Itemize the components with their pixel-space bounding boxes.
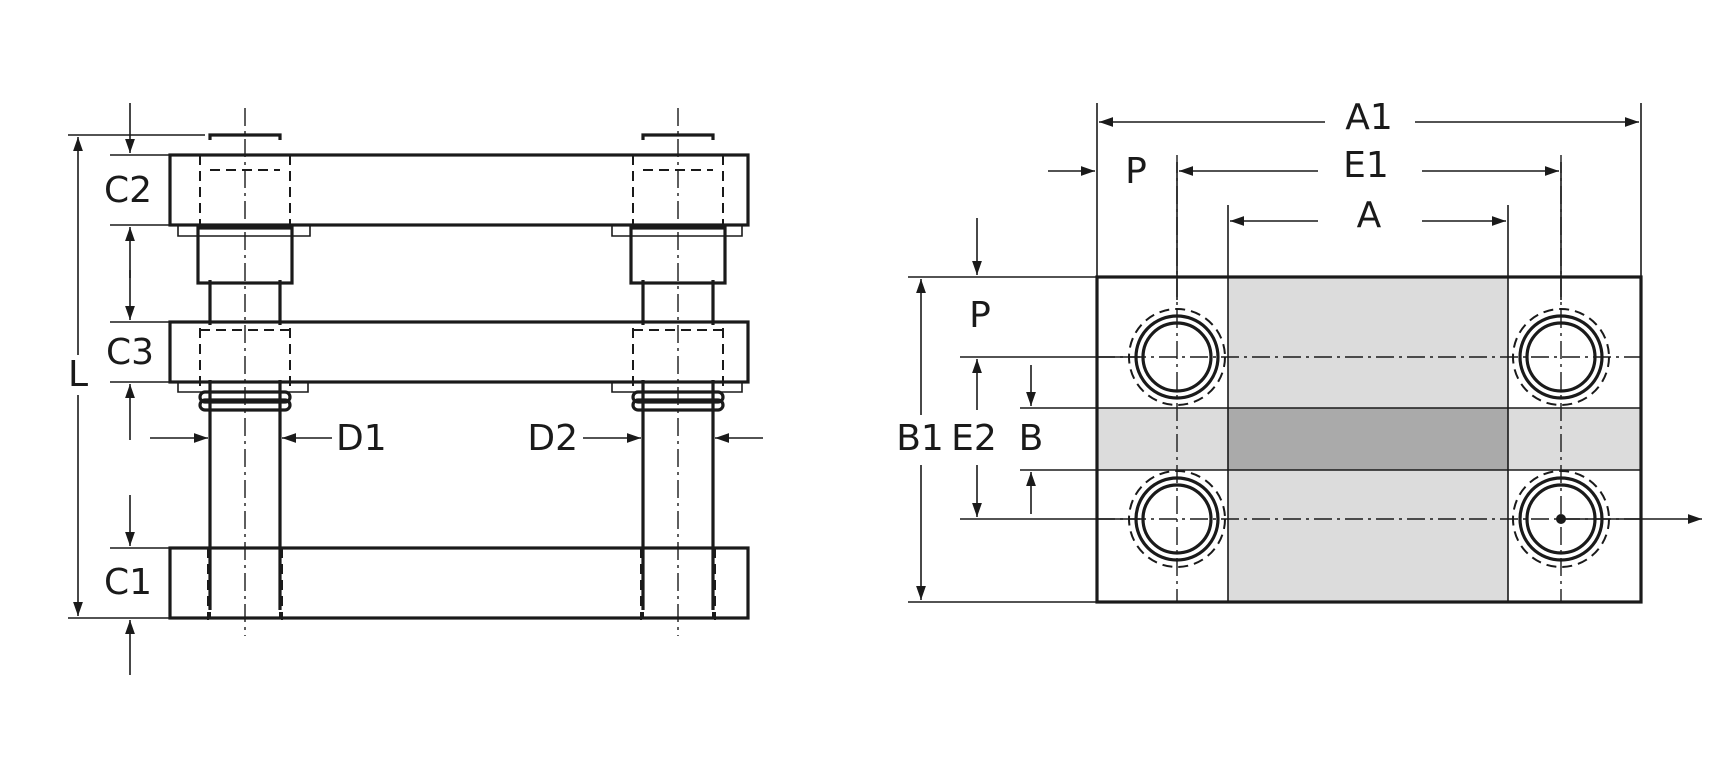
label-a: A (1357, 195, 1382, 236)
dimension-c1: C1 (104, 495, 152, 675)
bottom-plate (168, 546, 750, 620)
label-b1: B1 (896, 418, 944, 459)
dimension-e1: E1 (1179, 145, 1559, 186)
dimension-b1: B1 (896, 279, 944, 600)
plate-outline (1095, 275, 1643, 604)
dimension-l: L (68, 137, 88, 616)
label-c3: C3 (106, 332, 154, 373)
dimension-c2: C2 (104, 103, 152, 278)
top-plate (168, 153, 750, 227)
label-a1: A1 (1345, 97, 1393, 138)
side-view: L C2 C3 C1 D1 D2 (68, 103, 763, 675)
dimension-e2: E2 (951, 418, 997, 517)
label-l: L (68, 354, 88, 395)
label-p-side: P (969, 295, 991, 336)
dimension-p-top: P (1048, 151, 1147, 192)
dimension-p-side: P (969, 218, 991, 410)
label-c1: C1 (104, 562, 152, 603)
dimension-d2: D2 (527, 418, 763, 459)
dimension-a1: A1 (1099, 97, 1639, 138)
label-d1: D1 (336, 418, 387, 459)
dimension-c3: C3 (106, 270, 154, 440)
label-c2: C2 (104, 170, 152, 211)
label-e1: E1 (1343, 145, 1389, 186)
label-p-top: P (1125, 151, 1147, 192)
middle-plate (168, 320, 750, 384)
label-e2: E2 (951, 418, 997, 459)
label-b: B (1019, 418, 1044, 459)
top-view: A1 E1 P A P B1 (896, 97, 1702, 604)
center-overlap (1228, 408, 1508, 470)
dimension-d1: D1 (150, 418, 387, 459)
dimension-a: A (1230, 195, 1506, 236)
dimension-b: B (1019, 365, 1044, 514)
label-d2: D2 (527, 418, 578, 459)
